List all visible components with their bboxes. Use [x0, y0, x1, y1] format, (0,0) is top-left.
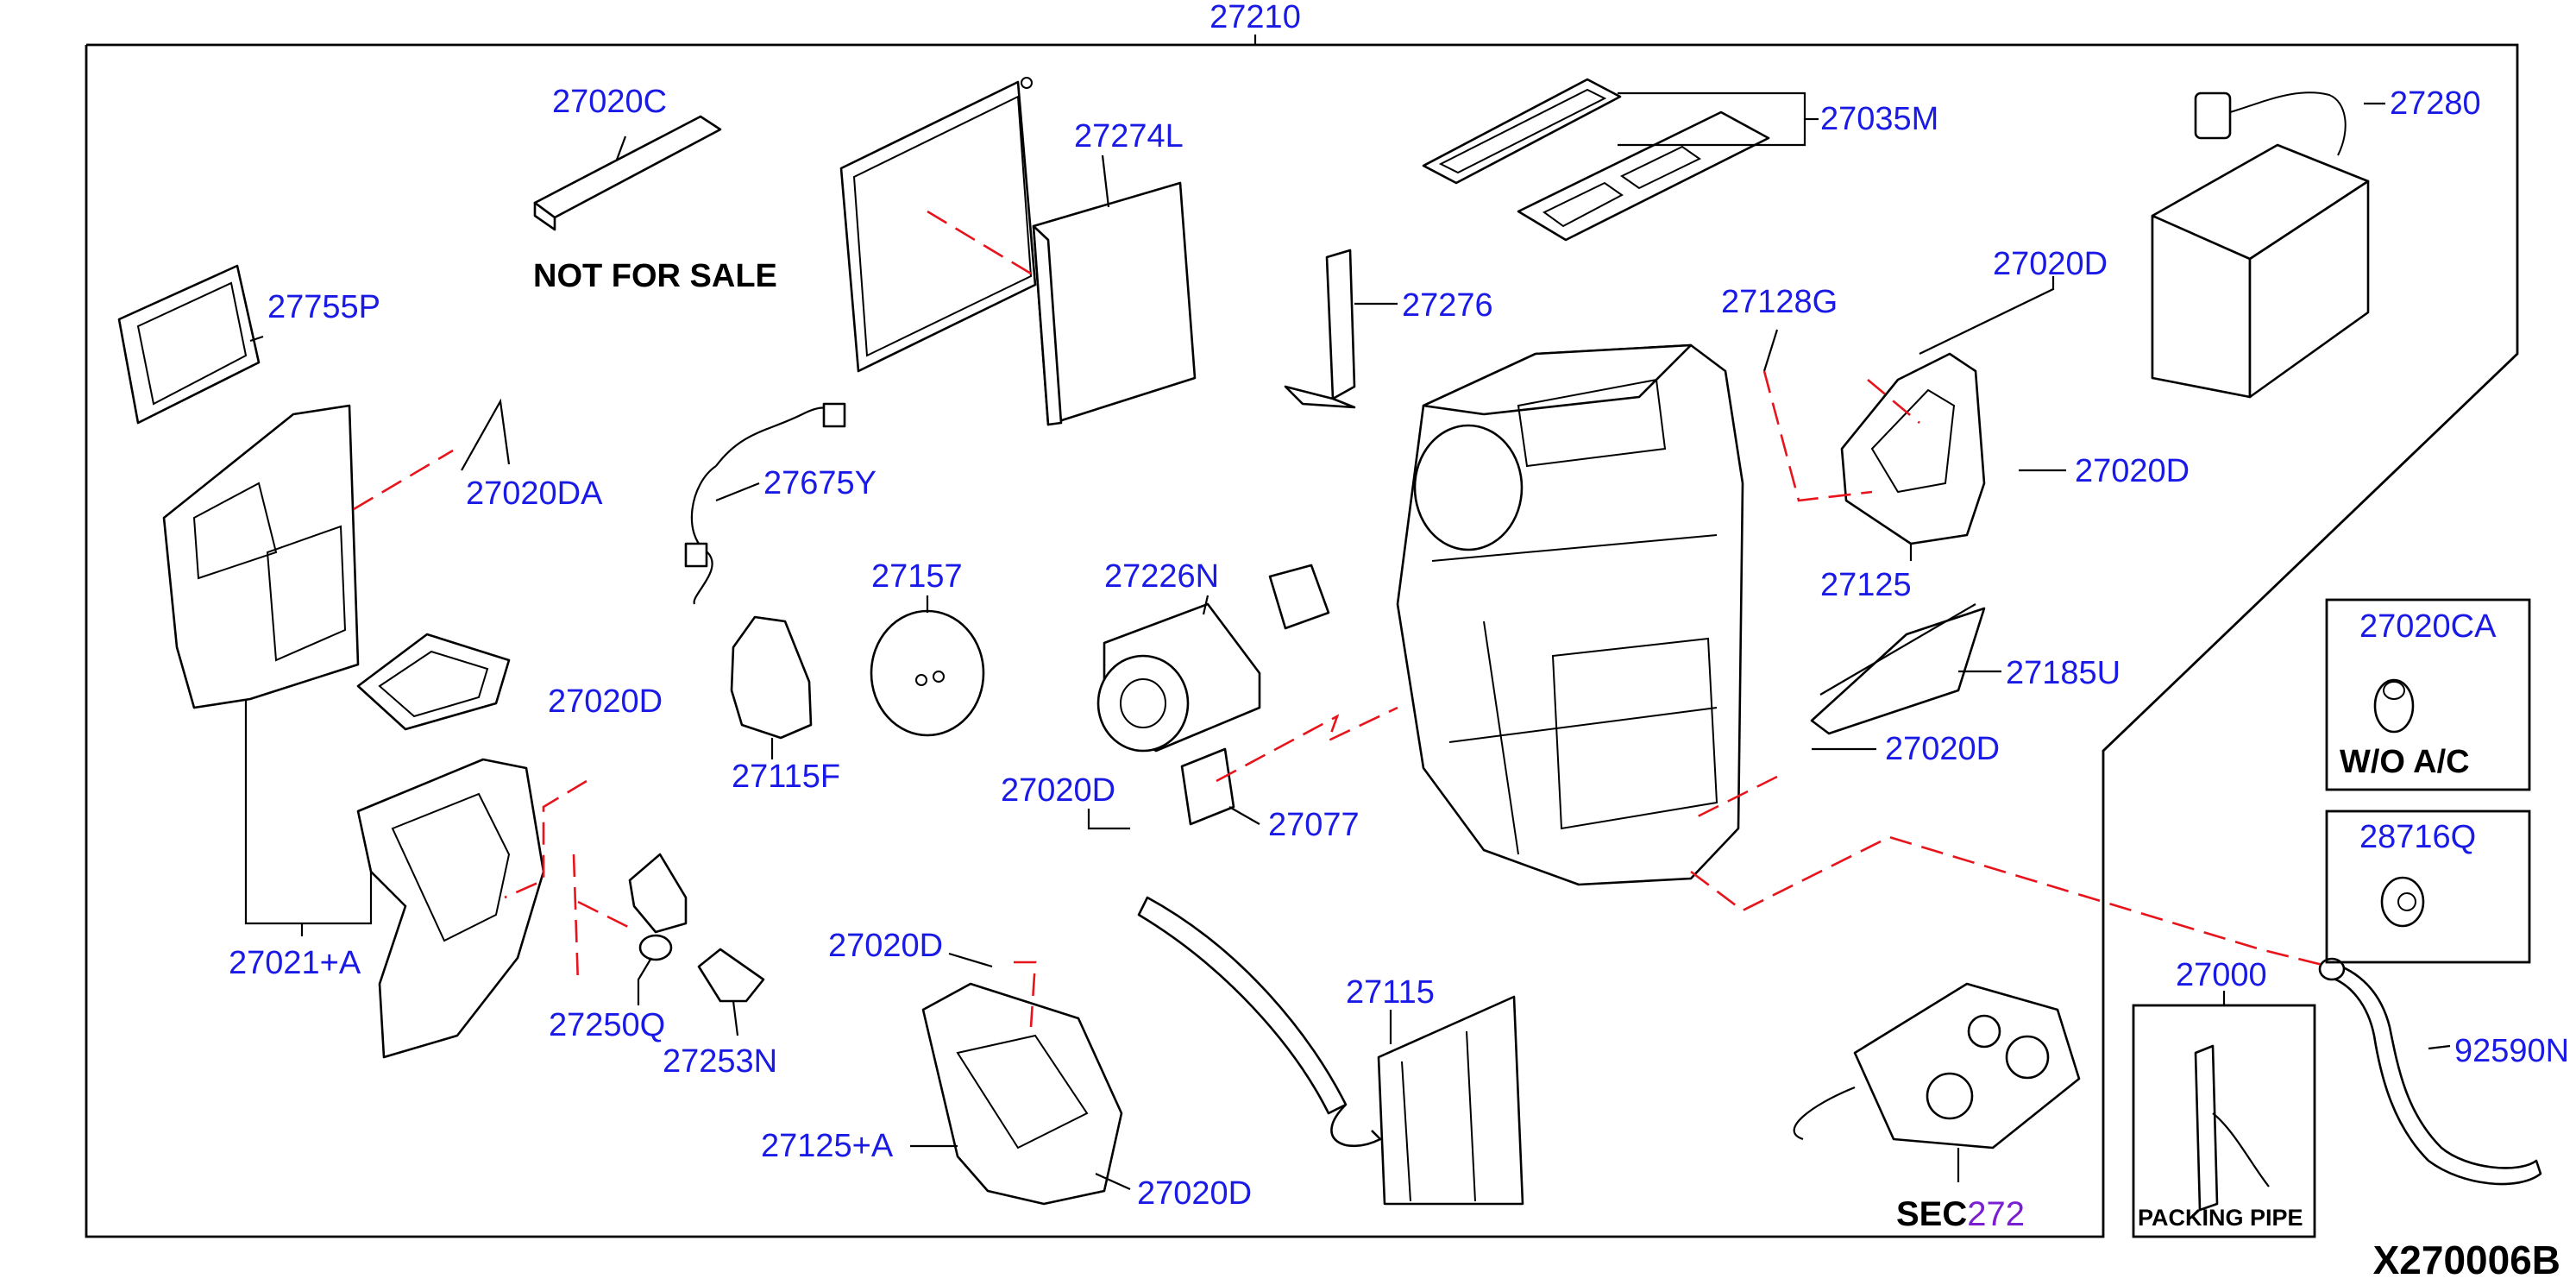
- drain-hose-drawing: [2318, 957, 2542, 1186]
- gasket-set-drawing: [1422, 78, 1770, 242]
- part-27020C-label: 27020C: [552, 84, 667, 120]
- part-27276-label: 27276: [1402, 287, 1493, 324]
- duct-gasket-drawing: [117, 264, 261, 425]
- part-27128G-label: 27128G: [1721, 284, 1838, 320]
- part-27020CA-label: 27020CA: [2359, 608, 2497, 645]
- filter-frame-drawing: [839, 77, 1037, 373]
- heater-unit-housing-drawing: [1396, 343, 1744, 886]
- blower-fan-drawing: [870, 609, 985, 737]
- grommet-drawing: [2373, 678, 2415, 734]
- section-reference: SEC272: [1896, 1195, 2025, 1233]
- assembly-part-number: 27210: [1209, 0, 1301, 35]
- aspirator-drawing: [1810, 603, 1986, 735]
- heater-core-drawing: [1137, 896, 1524, 1206]
- part-27020D-label: 27020D: [1993, 246, 2108, 282]
- wiring-harness-drawing: [684, 402, 846, 605]
- lower-duct-drawing: [356, 758, 545, 1059]
- blower-resistor-drawing: [1268, 564, 1330, 630]
- evaporator-drawing: [2151, 91, 2370, 399]
- part-27020D-label: 27020D: [548, 683, 663, 720]
- part-27020D-label: 27020D: [1885, 731, 2000, 767]
- part-27020D-label: 27020D: [828, 928, 943, 964]
- packing-pipe-note: PACKING PIPE: [2138, 1205, 2303, 1231]
- part-27020D-label: 27020D: [1001, 772, 1115, 809]
- ac-control-drawing: [1793, 982, 2081, 1150]
- cabin-filter-drawing: [1032, 181, 1197, 426]
- part-27755P-label: 27755P: [267, 289, 380, 325]
- part-27157-label: 27157: [871, 558, 963, 595]
- section-prefix: SEC: [1896, 1195, 1967, 1233]
- without-ac-panel: [2325, 598, 2531, 791]
- part-27185U-label: 27185U: [2006, 655, 2120, 691]
- part-27125-label: 27125: [1820, 567, 1912, 603]
- part-27020D-label: 27020D: [1137, 1175, 1252, 1212]
- part-27035M-label: 27035M: [1820, 101, 1938, 137]
- part-27115-label: 27115: [1346, 974, 1435, 1011]
- actuator-drawing: [628, 853, 765, 1003]
- intake-grille-drawing: [356, 633, 511, 731]
- side-duct-drawing: [1840, 352, 1986, 545]
- part-27675Y-label: 27675Y: [763, 465, 876, 501]
- amplifier-drawing: [1180, 747, 1235, 826]
- mounting-dash-lines: [353, 210, 2330, 1028]
- part-27253N-label: 27253N: [663, 1043, 777, 1080]
- cap-panel: [2325, 809, 2531, 964]
- part-27226N-label: 27226N: [1104, 558, 1219, 595]
- blower-case-drawing: [730, 615, 813, 740]
- part-27250Q-label: 27250Q: [549, 1007, 665, 1043]
- intake-box-drawing: [162, 404, 360, 709]
- rear-duct-drawing: [921, 982, 1123, 1206]
- part-92590N-label: 92590N: [2454, 1033, 2569, 1069]
- cap-drawing: [2380, 876, 2425, 928]
- part-28716Q-label: 28716Q: [2359, 819, 2476, 855]
- blower-motor-drawing: [1096, 602, 1261, 753]
- part-27115F-label: 27115F: [732, 759, 840, 795]
- bracket-drawing: [1284, 249, 1356, 409]
- packing-pipe-drawing: [2194, 1044, 2270, 1212]
- part-27000-label: 27000: [2176, 957, 2267, 993]
- without-ac-note: W/O A/C: [2340, 744, 2470, 780]
- diagram-id: X270006B: [2373, 1238, 2560, 1281]
- part-27020D-label: 27020D: [2075, 453, 2190, 489]
- part-27077-label: 27077: [1268, 807, 1360, 843]
- leader-lines: [244, 91, 2451, 1191]
- part-27274L-label: 27274L: [1074, 118, 1184, 154]
- part-27020DA-label: 27020DA: [466, 476, 603, 512]
- assembly-frame: [85, 35, 2519, 1238]
- not-for-sale-note: NOT FOR SALE: [533, 258, 777, 294]
- packing-pipe-panel: [2132, 1004, 2316, 1238]
- section-number: 272: [1967, 1195, 2025, 1233]
- part-27125A-label: 27125+A: [761, 1128, 894, 1164]
- cover-strip-drawing: [533, 115, 722, 231]
- part-27280-label: 27280: [2390, 85, 2481, 122]
- part-27021A-label: 27021+A: [229, 945, 361, 981]
